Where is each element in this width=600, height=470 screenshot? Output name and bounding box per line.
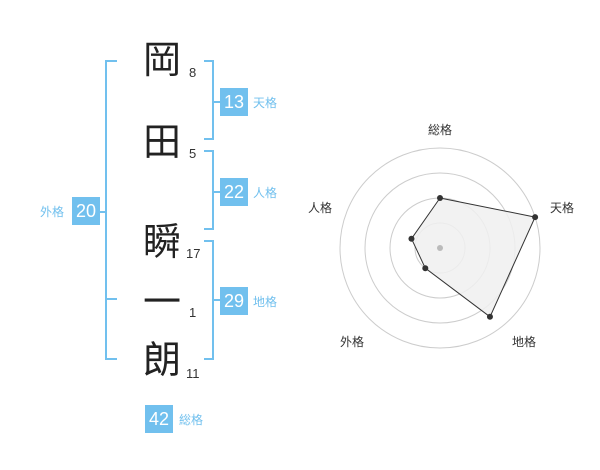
name-char-5: 朗 [142, 338, 181, 382]
gaikaku-value: 20 [72, 197, 100, 225]
gaikaku-bracket [105, 60, 117, 360]
tenkaku-value: 13 [220, 88, 248, 116]
chikaku-bracket [204, 240, 214, 360]
tenkaku-label: 天格 [253, 96, 278, 110]
name-char-4: 一 [142, 280, 181, 324]
gaikaku-label: 外格 [40, 205, 65, 219]
gaikaku-split-line [105, 298, 117, 300]
chikaku-value: 29 [220, 287, 248, 315]
jinkaku-label: 人格 [253, 186, 278, 200]
name-char-1: 岡 [142, 38, 181, 82]
name-char-2: 田 [142, 120, 181, 164]
jinkaku-connector [214, 191, 220, 193]
radar-center-dot [437, 245, 443, 251]
stroke-count-2: 5 [189, 146, 197, 161]
tenkaku-connector [214, 101, 220, 103]
soukaku-label: 総格 [179, 413, 204, 427]
radar-chart: 総格 天格 地格 外格 人格 [308, 122, 574, 349]
tenkaku-bracket [204, 60, 214, 140]
jinkaku-bracket [204, 150, 214, 230]
radar-axis-label-jinkaku: 人格 [308, 200, 332, 215]
radar-point-4 [422, 265, 429, 272]
radar-axis-label-chikaku: 地格 [512, 334, 536, 349]
radar-ring-4 [339, 147, 541, 349]
gaikaku-connector [100, 211, 106, 213]
stroke-count-4: 1 [189, 305, 197, 320]
soukaku-value: 42 [145, 405, 173, 433]
radar-point-5 [408, 235, 415, 242]
jinkaku-value: 22 [220, 178, 248, 206]
radar-data-polygon [410, 197, 536, 318]
radar-axis-label-gaikaku: 外格 [340, 334, 364, 349]
chikaku-label: 地格 [253, 295, 278, 309]
stroke-count-1: 8 [189, 65, 197, 80]
radar-point-2 [532, 214, 539, 221]
radar-point-1 [437, 195, 443, 201]
radar-axis-label-tenkaku: 天格 [550, 200, 574, 215]
chikaku-connector [214, 299, 220, 301]
radar-axis-label-soukaku: 総格 [428, 122, 452, 137]
radar-point-3 [486, 313, 493, 320]
stroke-count-5: 11 [186, 366, 200, 381]
radar-points [408, 195, 539, 320]
name-char-3: 瞬 [142, 220, 181, 264]
stroke-count-3: 17 [186, 246, 201, 261]
